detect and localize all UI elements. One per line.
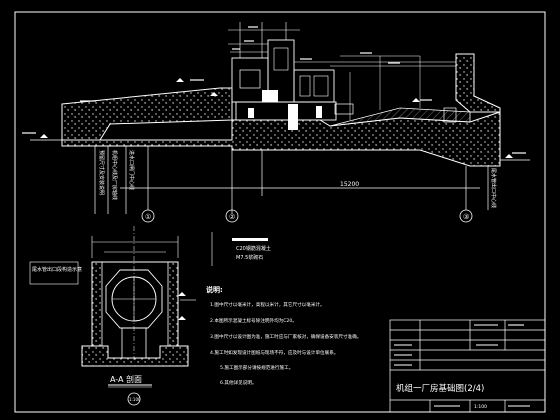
notes-block: 说明: 1.图中尺寸以毫米计，高程以米计，其它尺寸以毫米计。 2.本图所示混凝土… (206, 285, 361, 386)
section-title: A-A 剖面 (110, 374, 142, 384)
note-6: 6.其他详见说明。 (220, 379, 257, 386)
note-2: 2.本图所示混凝土标号除注明外均为C20。 (210, 317, 297, 324)
title-block (389, 319, 546, 413)
notes-heading: 说明: (206, 285, 223, 294)
note-1: 1.图中尺寸以毫米计，高程以米计，其它尺寸以毫米计。 (210, 301, 325, 308)
axis-bubble-2 (225, 209, 239, 223)
drawing-frame (14, 11, 546, 413)
note-4: 4.施工时如发现设计图纸与现场不符，应及时与设计单位联系。 (210, 349, 338, 356)
title-block-scale: 1:100 (474, 404, 487, 410)
leader-text-2: 机组中心线及厂房轴线 (111, 150, 118, 200)
section-note: 尾水管出口段构造示意 (32, 266, 82, 273)
note-3: 3.图中尺寸以设计图为准，施工时应与厂家核对，确保设备安装尺寸准确。 (210, 333, 361, 340)
leader-text-1: 预留尺寸及安装说明 (98, 150, 105, 195)
legend-line-2: M7.5浆砌石 (236, 254, 263, 261)
axis-label-2: ② (229, 213, 235, 221)
drawing-title: 机组一厂房基础图(2/4) (396, 383, 484, 394)
axis-label-1: ① (145, 213, 151, 221)
axis-bubble-1 (141, 209, 155, 223)
axis-bubble-3 (459, 209, 473, 223)
legend-line-1: C20钢筋混凝土 (236, 245, 271, 252)
section-a-a: 尾水管出口段构造示意 A-A 剖面 1:100 (29, 226, 196, 406)
title-block-marks (394, 324, 530, 407)
leader-text-4: 尾水管出口中心线 (490, 168, 497, 208)
axis-leaders (94, 146, 489, 214)
overall-dimension: 15200 (340, 181, 359, 188)
material-legend: C20钢筋混凝土 M7.5浆砌石 (211, 232, 271, 266)
note-5: 5.施工图示部分请按规范进行施工。 (220, 364, 293, 371)
leader-text-3: 进水口闸门中心线 (128, 150, 135, 190)
axis-label-3: ③ (463, 213, 469, 221)
longitudinal-section (22, 22, 530, 167)
section-scale: 1:100 (129, 397, 141, 402)
